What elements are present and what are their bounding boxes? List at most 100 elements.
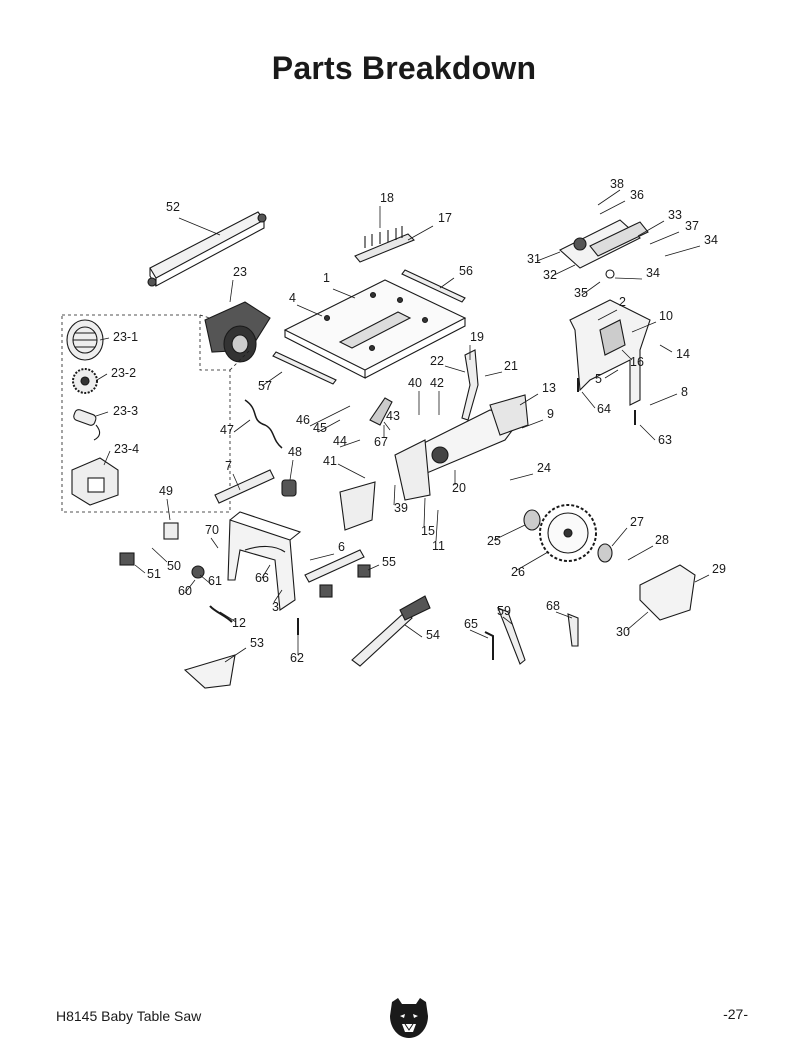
callout-label: 31 [527, 252, 541, 266]
callout-label: 19 [470, 330, 484, 344]
callout-label: 65 [464, 617, 478, 631]
callout-leader-line [435, 509, 439, 542]
callout-label: 17 [438, 211, 452, 225]
fence-rail-part [147, 211, 267, 287]
callout-label: 48 [288, 445, 302, 459]
callout-label: 39 [394, 501, 408, 515]
blade-guard-arm-part [559, 219, 649, 279]
callout-leader-line [178, 217, 221, 236]
throat-plate-part [354, 226, 415, 263]
callout-label: 34 [646, 266, 660, 280]
callout-leader-line [95, 411, 109, 417]
callout-label: 62 [290, 651, 304, 665]
callout-label: 63 [658, 433, 672, 447]
callout-leader-line [509, 473, 534, 481]
callout-label: 68 [546, 599, 560, 613]
callout-leader-line [521, 419, 544, 429]
callout-label: 23-4 [114, 442, 139, 456]
callout-label: 64 [597, 402, 611, 416]
callout-label: 11 [432, 539, 445, 553]
callout-leader-line [664, 245, 701, 257]
callout-label: 28 [655, 533, 669, 547]
callout-label: 23-2 [111, 366, 136, 380]
callout-label: 34 [704, 233, 718, 247]
callout-leader-line [199, 574, 213, 586]
support-frame-part [569, 299, 651, 406]
motor-part [204, 301, 271, 363]
callout-label: 51 [147, 567, 161, 581]
flange-27-part [597, 543, 613, 563]
callout-label: 47 [220, 423, 234, 437]
callout-label: 30 [616, 625, 630, 639]
cover-part [71, 457, 119, 506]
callout-label: 52 [166, 200, 180, 214]
bar-6-part [304, 549, 365, 583]
callout-leader-line [597, 189, 621, 206]
callout-leader-line [599, 200, 626, 215]
callout-leader-line [502, 616, 513, 625]
callout-label: 15 [421, 524, 435, 538]
callout-leader-line [604, 369, 619, 379]
knob-part [191, 565, 205, 579]
callout-leader-line [637, 220, 665, 237]
callout-label: 13 [542, 381, 556, 395]
callout-label: 50 [167, 559, 181, 573]
callout-leader-line [423, 497, 426, 528]
callout-leader-line [317, 419, 341, 433]
callout-leader-line [210, 537, 219, 549]
callout-label: 27 [630, 515, 644, 529]
callout-label: 26 [511, 565, 525, 579]
callout-label: 4 [289, 291, 296, 305]
callout-label: 56 [459, 264, 473, 278]
callout-leader-line [621, 349, 633, 361]
callout-leader-line [516, 551, 549, 571]
callout-leader-line [103, 450, 111, 466]
callout-label: 49 [159, 484, 173, 498]
switch-51-part [119, 552, 135, 566]
strain-relief-part [281, 479, 297, 497]
footer-model: H8145 Baby Table Saw [56, 1008, 202, 1024]
callout-label: 23-1 [113, 330, 138, 344]
callout-leader-line [273, 589, 283, 603]
callout-leader-line [219, 611, 237, 623]
callout-leader-line [631, 321, 657, 333]
callout-label: 42 [430, 376, 444, 390]
callout-leader-line [339, 439, 361, 448]
foot-part [319, 584, 333, 598]
callout-leader-line [639, 424, 656, 441]
callout-leader-line [649, 231, 680, 245]
callout-label: 7 [225, 459, 232, 473]
callout-leader-line [611, 527, 628, 547]
callout-leader-line [555, 611, 573, 619]
callout-label: 18 [380, 191, 394, 205]
capacitor-part [73, 409, 101, 441]
hex-key-part [484, 631, 494, 660]
callout-label: 2 [619, 295, 626, 309]
callout-leader-line [96, 373, 108, 381]
callout-label: 41 [323, 454, 337, 468]
callout-leader-line [444, 365, 466, 373]
callout-leader-line [614, 277, 643, 280]
miter-gauge-part [351, 595, 431, 667]
callout-label: 38 [610, 177, 624, 191]
callout-label: 32 [543, 268, 557, 282]
callout-label: 23-3 [113, 404, 138, 418]
callout-label: 36 [630, 188, 644, 202]
callout-leader-line [151, 547, 168, 563]
callout-label: 29 [712, 562, 726, 576]
callout-label: 1 [323, 271, 330, 285]
callout-label: 23 [233, 265, 247, 279]
callout-label: 35 [574, 286, 588, 300]
callout-leader-line [469, 629, 489, 639]
page-number: -27- [723, 1006, 748, 1022]
shoe-53-part [183, 654, 236, 689]
callout-leader-line [407, 225, 434, 241]
callout-label: 54 [426, 628, 440, 642]
callout-label: 46 [296, 413, 310, 427]
callout-leader-line [309, 553, 335, 561]
label-49-part [163, 522, 179, 540]
callout-label: 25 [487, 534, 501, 548]
callout-leader-line [404, 624, 423, 638]
saw-blade-part [539, 504, 597, 562]
callout-label: 53 [250, 636, 264, 650]
